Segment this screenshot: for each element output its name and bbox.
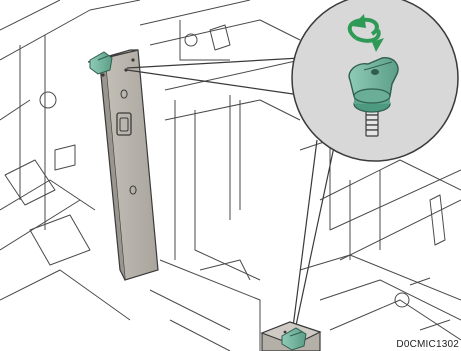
left-bracket-plate <box>88 50 158 280</box>
figure-code: D0CMIC1302 <box>396 339 459 350</box>
thumb-screw-small-top <box>90 52 112 74</box>
